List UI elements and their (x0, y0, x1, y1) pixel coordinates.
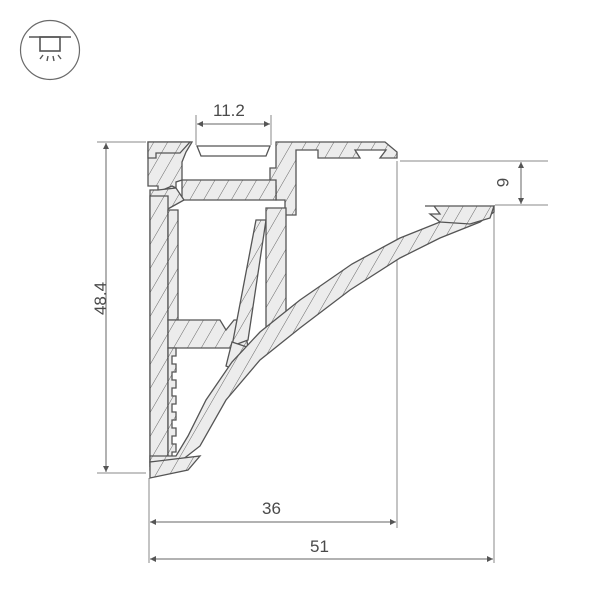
dimension-total-width: 51 (310, 537, 329, 556)
dimension-step-height: 6 (493, 177, 513, 188)
dimension-top-opening: 11.2 (213, 101, 245, 120)
dimension-inner-width: 36 (262, 499, 281, 518)
dimension-total-height: 48.4 (91, 281, 111, 316)
profile-section (147, 141, 495, 479)
dimension-lines (97, 115, 548, 563)
ceiling-light-icon (19, 19, 81, 81)
